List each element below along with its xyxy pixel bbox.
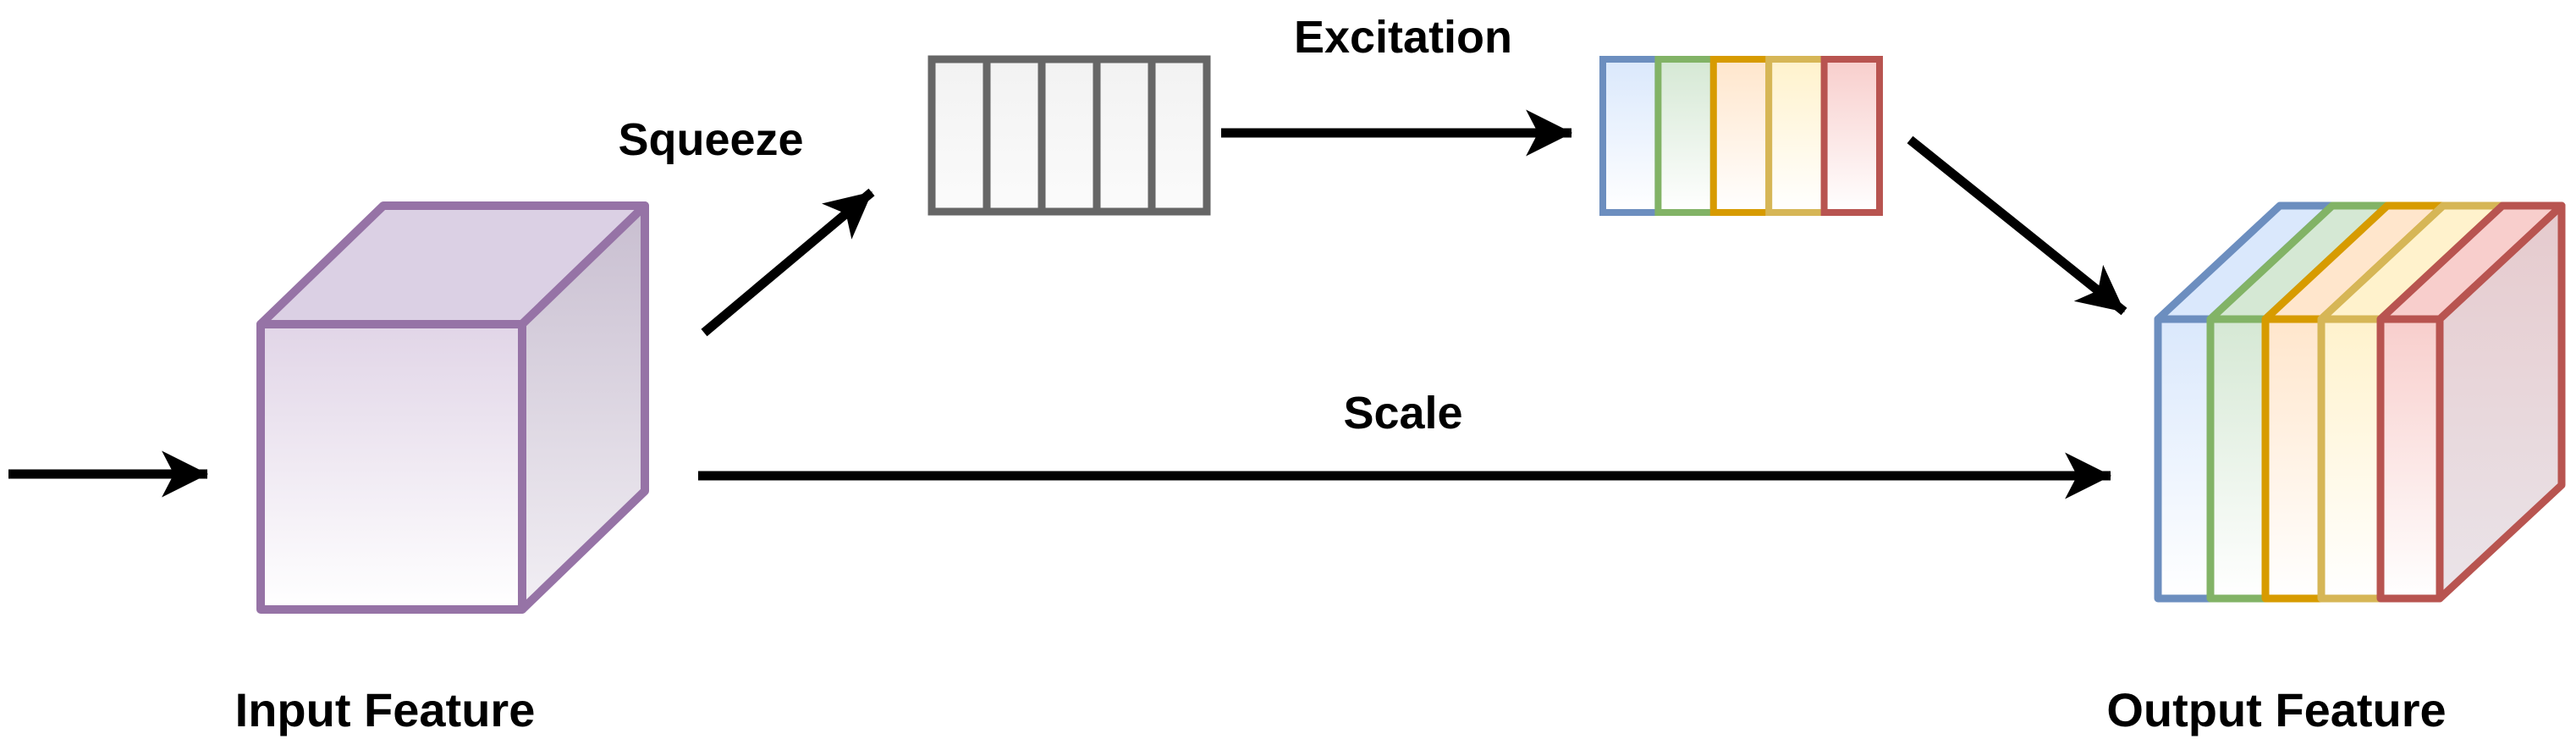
channel-weight-cell-yellow — [1765, 56, 1828, 216]
output-slab-front-blue — [2154, 315, 2215, 603]
channel-weight-cell-red — [1820, 56, 1884, 216]
channel-weight-cell-green — [1654, 56, 1717, 216]
excitation-label: Excitation — [1294, 12, 1512, 63]
output-slab-front-orange — [2261, 315, 2326, 603]
squeezed-vector-dividers — [983, 63, 1156, 208]
squeezed-vector-frame — [927, 55, 1211, 216]
scale-label: Scale — [1343, 388, 1462, 438]
output-slab-front-green — [2206, 315, 2270, 603]
input-feature-cube — [256, 201, 649, 614]
channel-weight-cell-orange — [1709, 56, 1773, 216]
channel-weights-vector — [1599, 56, 1884, 216]
squeezed-vector — [927, 55, 1211, 216]
output-slab-front-yellow — [2317, 315, 2385, 603]
output-slab-front-red — [2376, 315, 2444, 603]
labels-layer: Squeeze Excitation Scale Input Feature O… — [235, 12, 2447, 736]
output-feature-cube — [2154, 201, 2566, 603]
output-feature-label: Output Feature — [2106, 683, 2446, 736]
input-cube-front-face — [256, 320, 526, 614]
squeeze-label: Squeeze — [618, 114, 803, 165]
input-feature-label: Input Feature — [235, 683, 536, 736]
excitation-to-output-arrow — [1907, 135, 2127, 316]
arrows-layer — [8, 109, 2127, 499]
channel-weight-cell-blue — [1599, 56, 1662, 216]
squeeze-arrow — [701, 188, 875, 337]
